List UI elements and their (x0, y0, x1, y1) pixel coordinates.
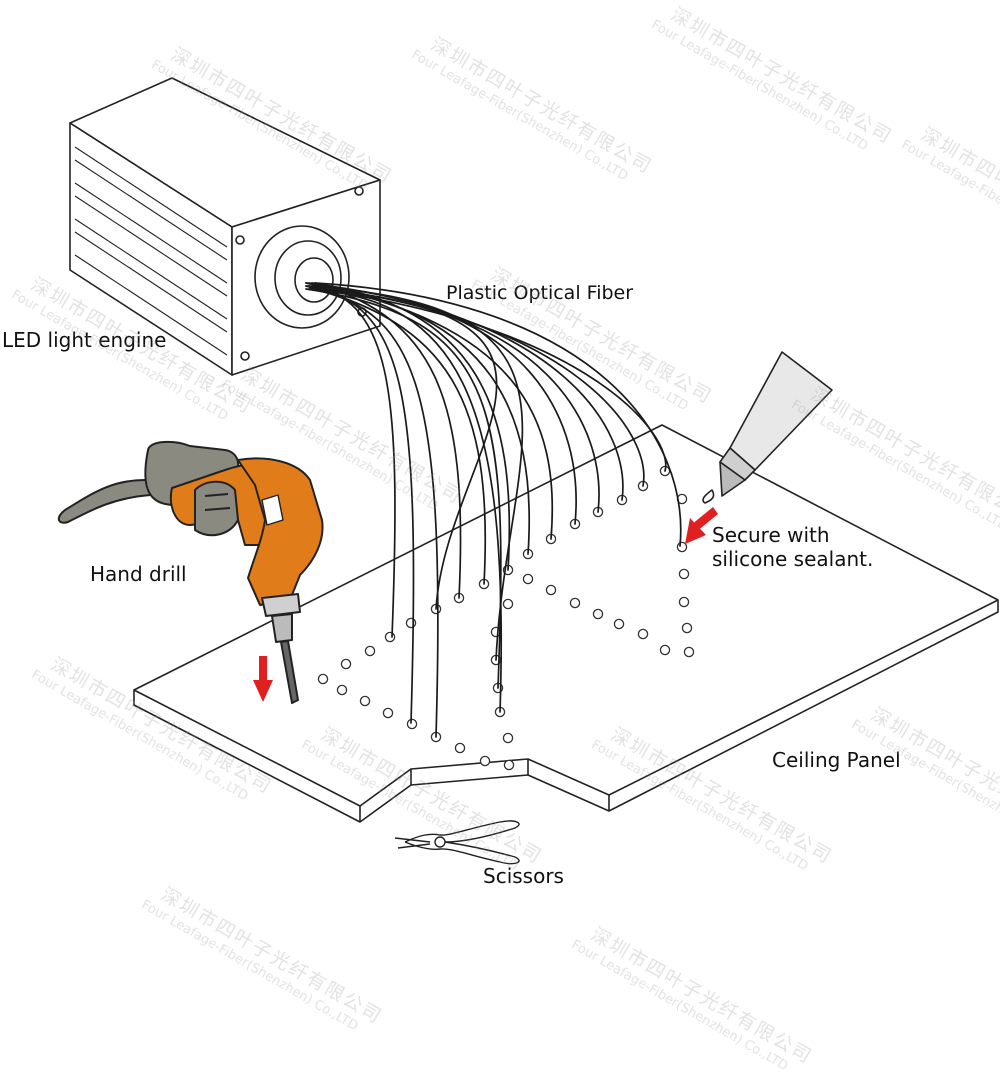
panel-hole (360, 696, 369, 705)
panel-hole (503, 599, 512, 608)
label-secure-line-1: Secure with (712, 523, 873, 547)
panel-hole (385, 632, 394, 641)
panel-hole (679, 569, 688, 578)
panel-hole (682, 623, 691, 632)
label-secure-with-sealant: Secure with silicone sealant. (712, 523, 873, 571)
panel-hole (660, 645, 669, 654)
panel-hole (638, 629, 647, 638)
panel-hole (383, 708, 392, 717)
panel-hole (503, 733, 512, 742)
panel-hole (570, 598, 579, 607)
panel-hole (523, 574, 532, 583)
label-secure-line-2: silicone sealant. (712, 547, 873, 571)
panel-hole (318, 674, 327, 683)
panel-hole (504, 760, 513, 769)
panel-hole (406, 618, 415, 627)
panel-hole (593, 609, 602, 618)
panel-hole (337, 685, 346, 694)
label-hand-drill: Hand drill (90, 562, 187, 586)
panel-hole (679, 597, 688, 606)
panel-hole (341, 659, 350, 668)
label-ceiling-panel: Ceiling Panel (772, 748, 901, 772)
panel-hole (480, 756, 489, 765)
panel-hole (546, 585, 555, 594)
panel-hole (614, 619, 623, 628)
panel-hole (365, 646, 374, 655)
panel-hole (684, 647, 693, 656)
panel-hole (455, 743, 464, 752)
panel-hole (407, 719, 416, 728)
